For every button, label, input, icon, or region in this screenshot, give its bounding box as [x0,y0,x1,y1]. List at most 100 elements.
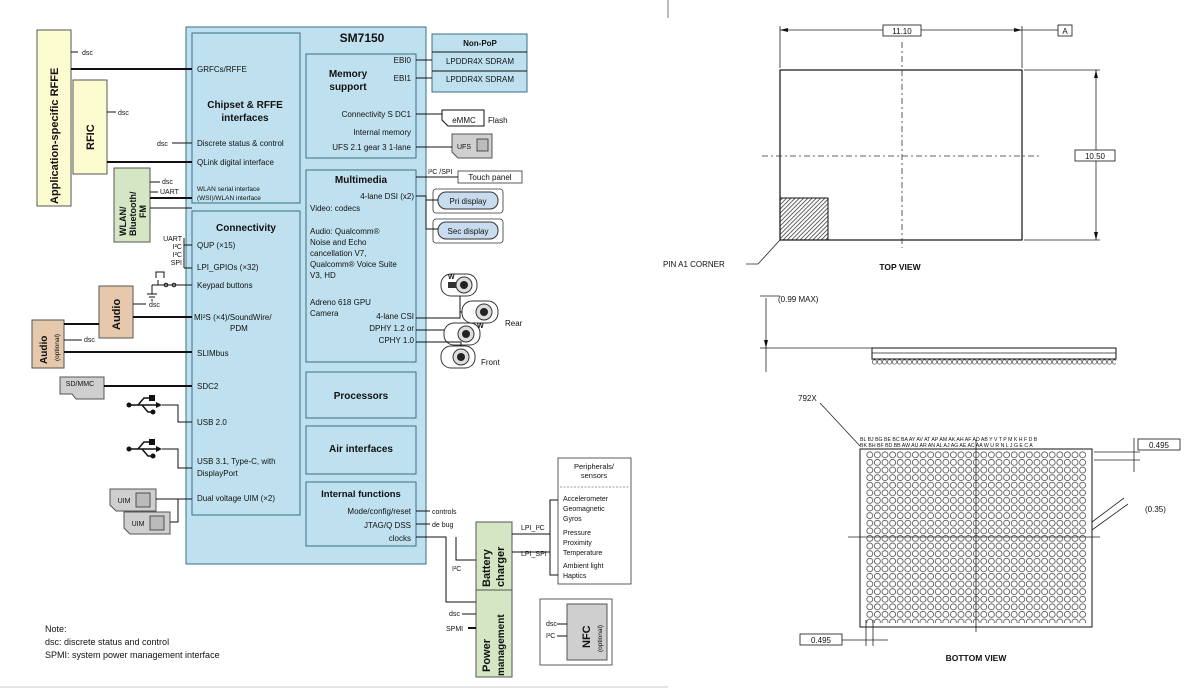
wlan-serial-label: WLAN serial interface [197,186,260,193]
non-pop-title: Non-PoP [463,39,497,48]
height-dim-box [1074,149,1116,162]
mode-config-label: Mode/config/reset [347,507,411,516]
audio-label: Audio [111,299,123,330]
multimedia-block [305,169,417,363]
ball-dia-leader-1 [1091,497,1125,523]
sensor-pressure: Pressure [563,530,591,537]
datum-label: A [1062,27,1068,36]
dsc-label-1: dsc [82,50,93,57]
uart-label-1: UART [160,189,180,196]
camera-w-rear-2 [443,322,481,346]
soc-title: SM7150 [340,31,385,45]
keypad-label: Keypad buttons [197,281,253,290]
csi-lines [416,296,462,346]
height-arrow-bottom [1094,232,1098,240]
sensor-haptics: Haptics [563,573,587,580]
sdmmc-label: SD/MMC [66,381,94,388]
wlan-label-2: Bluetooth/ [128,191,138,236]
clocks-label: clocks [389,534,411,543]
power-label-2: management [496,614,507,676]
audio-feature-5: V3, HD [310,271,336,280]
air-interfaces-title: Air interfaces [329,444,393,455]
qup-spi-label: SPI [171,260,182,267]
flash-label: Flash [488,116,508,125]
power-label-1: Power [481,638,493,672]
lpddr-2-label: LPDDR4X SDRAM [446,75,514,84]
emmc-chip [441,109,485,127]
uim-card-2-label: UIM [132,521,145,528]
wlan-iface-label: (WSI)/WLAN interface [197,195,261,202]
dsi-lines [416,195,438,230]
battery-label-1: Battery [481,548,493,587]
sec-display-box [437,221,499,240]
qup-i2c-label-2: I²C [173,252,182,259]
peripherals-title-1: Peripherals/ [574,462,615,471]
camera-front [440,345,476,369]
pin-a1-marker [779,197,829,241]
width-dim-box [882,24,922,37]
usb-icon-2 [126,439,162,459]
side-substrate [871,347,1117,360]
sec-display-label: Sec display [448,227,489,236]
sensor-ambient-light: Ambient light [563,563,604,570]
ball-count-label: 792X [798,394,817,403]
processors-title: Processors [334,391,389,402]
sensor-bus-lines [512,499,558,576]
note-line-2: SPMI: system power management interface [45,650,220,660]
camera-w-rear [440,273,478,297]
dsc-label-5: dsc [149,302,160,309]
audio-box [98,285,134,339]
rfic-box [72,79,108,175]
sensor-temperature: Temperature [563,550,602,557]
keypad-ground [147,285,157,301]
uim-card-1-contact [135,492,151,508]
wlan-label-3: FM [138,205,148,218]
width-dim-label: 11.10 [892,27,912,36]
camera-w-label-2: W [477,323,484,330]
width-arrow-right [1014,28,1022,32]
wlan-label-1: WLAN/ [118,206,128,236]
connectivity-block [191,210,301,516]
cphy-label: CPHY 1.0 [379,336,415,345]
keypad-contact-1 [163,282,169,288]
audio-feature-1: Audio: Qualcomm® [310,227,380,236]
max-height-label: (0.99 MAX) [778,295,819,304]
spmi-label: SPMI [446,626,463,633]
note-title: Note: [45,624,67,634]
audio-feature-3: cancellation V7, [310,249,366,258]
sensor-proximity: Proximity [563,540,592,547]
pitch-bottom-label: 0.495 [811,636,832,645]
discrete-label: Discrete status & control [197,139,284,148]
emmc-label: eMMC [452,116,476,125]
rfic-label: RFIC [85,124,97,150]
datum-box [1057,24,1073,37]
sensor-gyros: Gyros [563,516,582,523]
side-balls [872,359,1116,365]
memory-block [305,53,417,159]
qup-lines [183,238,192,269]
usb31-label-1: USB 3.1, Type-C, with [197,457,276,466]
slimbus-label: SLIMbus [197,349,229,358]
ufs-chip-contact [476,138,489,152]
touch-panel-label: Touch panel [468,173,511,182]
camera-label: Camera [310,309,339,318]
pin-a1-label: PIN A1 CORNER [663,260,725,269]
peripherals-box [557,457,632,585]
audio-feature-4: Qualcomm® Voice Suite [310,260,397,269]
jtag-label: JTAG/Q DSS [364,521,411,530]
gpu-label: Adreno 618 GPU [310,298,371,307]
rear-label: Rear [505,319,523,328]
dsc-label-7: dsc [449,611,460,618]
audio-optional-label: Audio [39,336,50,364]
app-rffe-box [36,29,72,207]
dphy-label: DPHY 1.2 or [369,324,414,333]
battery-charger-box [475,521,513,591]
controls-label: controls [432,509,457,516]
lpddr-1-label: LPDDR4X SDRAM [446,57,514,66]
ebi1-label: EBI1 [394,74,412,83]
power-management-box [475,589,513,678]
multimedia-title: Multimedia [335,175,388,186]
ufs-label: UFS 2.1 gear 3 1-lane [332,143,411,152]
battery-label-2: charger [495,546,507,587]
pitch-box [1137,438,1181,451]
